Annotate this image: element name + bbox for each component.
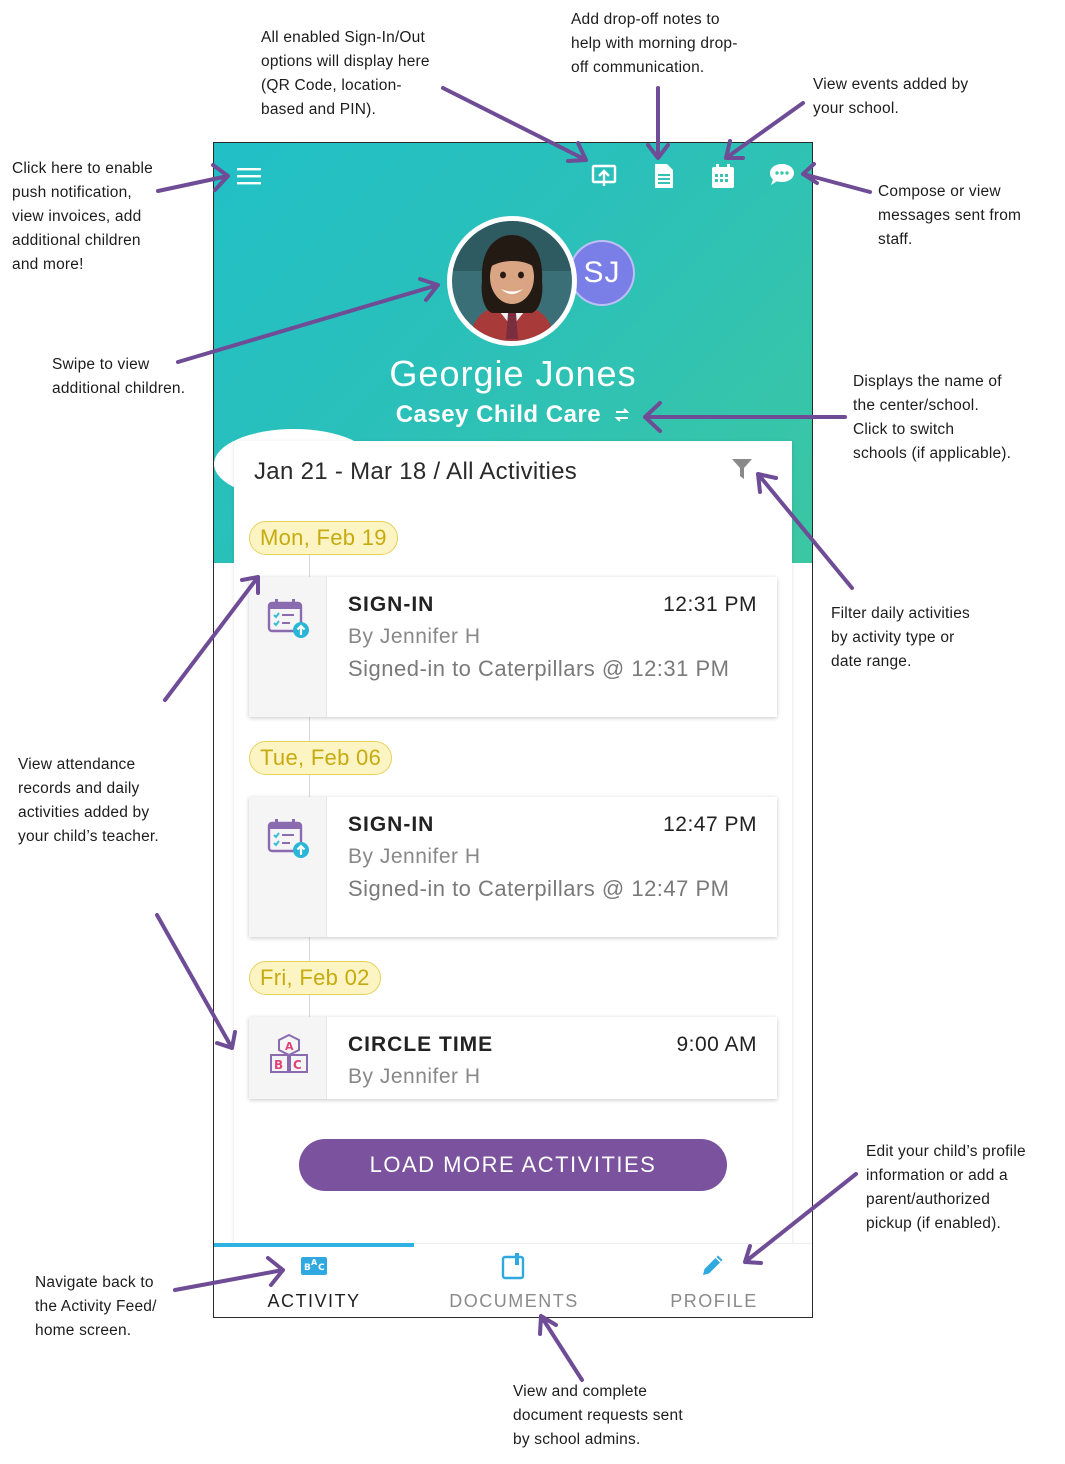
document-note-icon[interactable] [649, 161, 679, 191]
secondary-child-avatar[interactable]: SJ [569, 240, 635, 306]
calendar-icon[interactable] [708, 161, 738, 191]
active-tab-indicator [214, 1243, 414, 1247]
activity-title: SIGN-IN [348, 593, 435, 616]
activity-author: By Jennifer H [348, 845, 481, 868]
activity-time: 9:00 AM [676, 1033, 757, 1056]
feed-date-range[interactable]: Jan 21 - Mar 18 / All Activities [254, 458, 578, 485]
tab-profile[interactable]: PROFILE [614, 1244, 812, 1317]
arrow-to-documents-tab [538, 1314, 584, 1382]
svg-text:A: A [285, 1040, 294, 1053]
tab-documents[interactable]: DOCUMENTS [414, 1244, 614, 1317]
activity-time: 12:47 PM [663, 813, 757, 836]
note-school-name: Displays the name of the center/school. … [853, 373, 1012, 462]
activity-author: By Jennifer H [348, 625, 481, 648]
note-profile: Edit your child’s profile information or… [866, 1143, 1026, 1232]
svg-text:B: B [304, 1263, 311, 1273]
svg-text:B: B [274, 1058, 283, 1072]
note-dropoff-notes: Add drop-off notes to help with morning … [571, 11, 738, 76]
child-avatar[interactable] [447, 216, 577, 346]
activity-detail: Signed-in to Caterpillars @ 12:47 PM [348, 876, 730, 901]
tab-label: PROFILE [670, 1291, 758, 1311]
sign-in-calendar-icon [265, 815, 313, 868]
clipboard-icon [500, 1252, 526, 1285]
activity-feed: Jan 21 - Mar 18 / All Activities Mon, Fe… [234, 441, 792, 1246]
chat-bubble-icon[interactable] [767, 160, 797, 190]
activity-author: By Jennifer H [348, 1065, 481, 1088]
note-signin-options: All enabled Sign-In/Out options will dis… [261, 29, 430, 118]
date-pill: Tue, Feb 06 [249, 741, 393, 775]
note-events: View events added by your school. [813, 76, 969, 117]
child-name: Georgie Jones [389, 353, 637, 394]
svg-text:A: A [311, 1258, 318, 1267]
sign-in-icon[interactable] [589, 161, 619, 191]
tab-label: DOCUMENTS [449, 1291, 579, 1311]
feed-header: Jan 21 - Mar 18 / All Activities [234, 441, 792, 507]
note-activity-nav: Navigate back to the Activity Feed/ home… [35, 1274, 157, 1339]
filter-icon[interactable] [732, 458, 752, 482]
arrow-to-messages [801, 162, 872, 194]
svg-text:C: C [293, 1058, 302, 1072]
pencil-icon [700, 1252, 726, 1283]
activity-card[interactable]: SIGN-IN 12:31 PM By Jennifer H Signed-in… [249, 577, 777, 717]
tab-label: ACTIVITY [267, 1291, 361, 1311]
phone-screen: SJ [213, 142, 813, 1318]
school-name: Casey Child Care [395, 401, 602, 428]
date-pill: Mon, Feb 19 [249, 521, 398, 555]
school-switcher[interactable]: Casey Child Care [214, 401, 812, 430]
note-filter: Filter daily activities by activity type… [831, 605, 970, 670]
hamburger-menu-icon[interactable] [234, 161, 264, 191]
note-menu: Click here to enable push notification, … [12, 160, 153, 273]
switch-arrows-icon [614, 402, 630, 430]
sign-in-calendar-icon [265, 595, 313, 648]
load-more-button[interactable]: LOAD MORE ACTIVITIES [299, 1139, 727, 1191]
activity-title: CIRCLE TIME [348, 1033, 494, 1056]
note-messages: Compose or view messages sent from staff… [878, 183, 1022, 248]
note-attendance: View attendance records and daily activi… [18, 756, 159, 845]
note-swipe: Swipe to view additional children. [52, 356, 186, 397]
activity-card[interactable]: SIGN-IN 12:47 PM By Jennifer H Signed-in… [249, 797, 777, 937]
svg-text:C: C [318, 1263, 325, 1273]
date-pill: Fri, Feb 02 [249, 961, 381, 995]
activity-time: 12:31 PM [663, 593, 757, 616]
note-documents-nav: View and complete document requests sent… [513, 1383, 683, 1448]
activity-title: SIGN-IN [348, 813, 435, 836]
activity-detail: Signed-in to Caterpillars @ 12:31 PM [348, 656, 730, 681]
